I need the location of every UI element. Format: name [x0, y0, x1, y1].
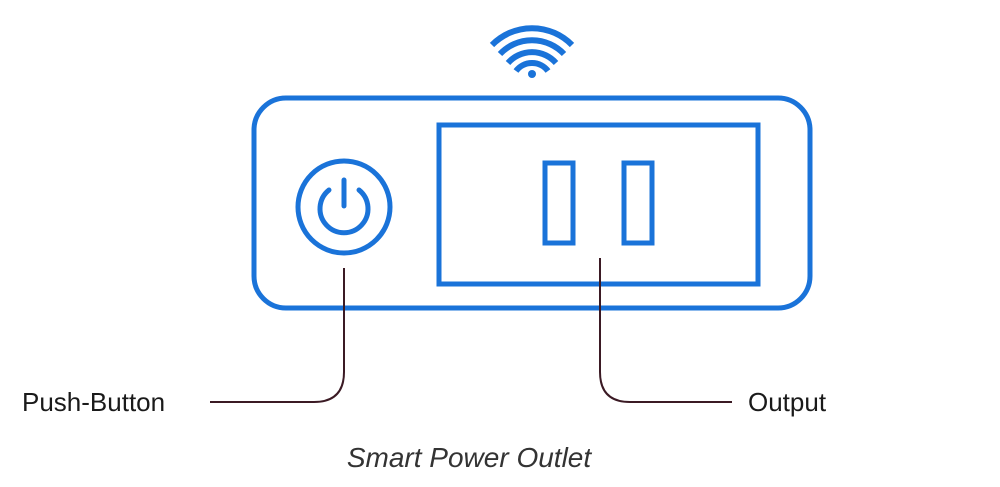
output-slot-right	[621, 160, 655, 246]
push-button-label: Push-Button	[22, 387, 165, 417]
power-icon	[317, 177, 371, 236]
push-button	[295, 158, 393, 256]
output-slot-left	[542, 160, 576, 246]
push-button-leader-line	[210, 268, 345, 403]
wifi-icon	[489, 25, 575, 78]
output-leader-line	[599, 258, 732, 403]
diagram-caption: Smart Power Outlet	[347, 442, 593, 473]
output-label: Output	[748, 387, 827, 417]
push-button-ring	[295, 158, 393, 256]
output-panel	[436, 122, 761, 287]
outlet-body	[251, 95, 813, 311]
